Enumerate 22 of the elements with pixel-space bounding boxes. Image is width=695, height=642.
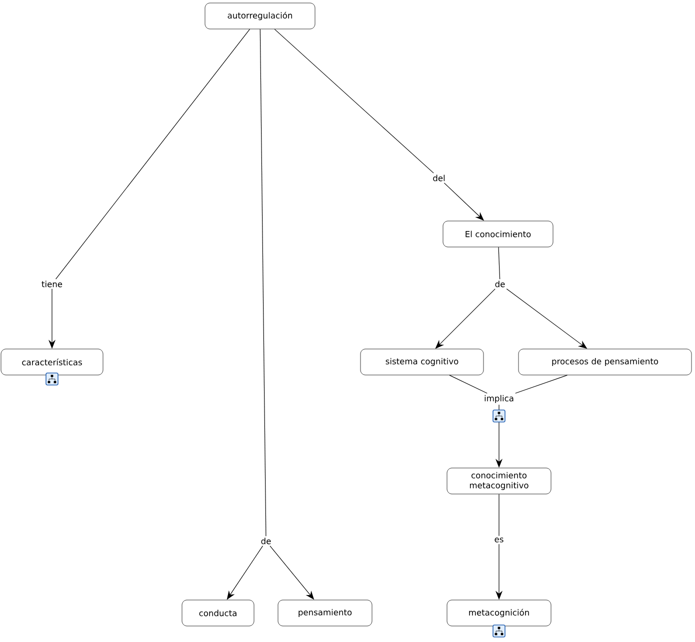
linking-phrase: del: [431, 173, 447, 183]
connector: [498, 246, 500, 280]
linking-phrase: de: [493, 279, 507, 289]
linking-phrase: tiene: [40, 279, 64, 289]
connector: [498, 494, 500, 536]
concept-box: El conocimiento: [442, 220, 554, 248]
concept-box: conocimiento metacognitivo: [446, 468, 552, 494]
concept-box: conducta: [182, 600, 254, 626]
concept-box: características: [0, 348, 104, 376]
concept-box: pensamiento: [278, 600, 372, 626]
connector: [449, 374, 488, 394]
linking-phrase: implica: [482, 393, 516, 404]
linking-phrase: es: [492, 536, 506, 544]
linking-phrase: de: [259, 536, 273, 546]
connector: [274, 28, 434, 174]
concept-box: metacognición: [446, 600, 552, 626]
concept-box: procesos de pensamiento: [518, 348, 692, 376]
connector: [260, 28, 266, 536]
connector: [56, 28, 250, 280]
concept-box: sistema cognitivo: [360, 348, 484, 376]
concept-box: autorregulación: [204, 2, 316, 30]
connector: [515, 374, 568, 394]
